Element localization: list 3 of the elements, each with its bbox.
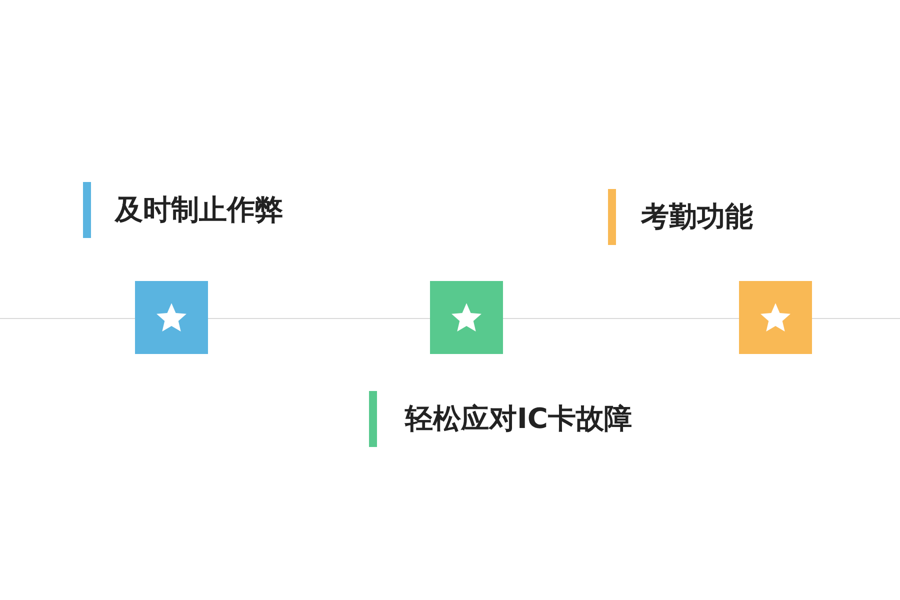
milestone-label: 及时制止作弊 xyxy=(115,192,283,228)
milestone-label: 轻松应对IC卡故障 xyxy=(405,401,632,437)
milestone-label: 考勤功能 xyxy=(641,199,753,235)
